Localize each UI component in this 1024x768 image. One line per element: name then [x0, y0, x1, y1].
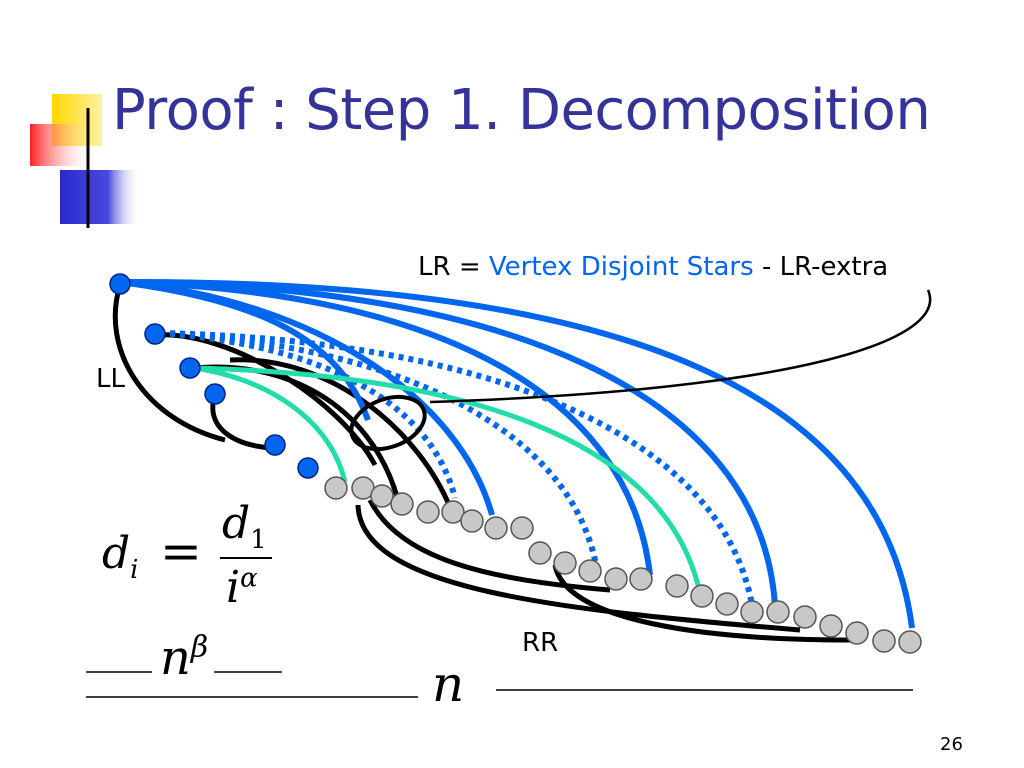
- node: [297, 457, 319, 479]
- n-beta-base: n: [160, 630, 191, 686]
- node: [528, 541, 552, 565]
- node: [460, 509, 484, 533]
- lr-label: LR = Vertex Disjoint Stars - LR-extra: [418, 252, 888, 282]
- node: [766, 600, 790, 624]
- formula-lhs: di: [102, 528, 139, 585]
- axis-lines: [86, 671, 913, 698]
- node: [416, 500, 440, 524]
- node: [441, 500, 465, 524]
- node: [370, 484, 394, 508]
- node: [553, 551, 577, 575]
- node: [578, 559, 602, 583]
- node: [872, 629, 896, 653]
- lr-extra-highlight-ellipse: [349, 394, 427, 452]
- node: [690, 584, 714, 608]
- lr-prefix: LR =: [418, 252, 489, 282]
- rr-edges: [355, 498, 851, 643]
- n-beta-sup: β: [190, 630, 209, 665]
- node: [629, 567, 653, 591]
- formula-numerator: d1: [222, 498, 267, 555]
- formula-lhs-sub: i: [130, 554, 139, 585]
- page-title: Proof : Step 1. Decomposition: [112, 78, 931, 143]
- node: [324, 476, 348, 500]
- lr-extra-pointer: [429, 289, 932, 404]
- node: [845, 621, 869, 645]
- node: [204, 383, 226, 405]
- gray-nodes: [324, 476, 922, 654]
- node: [179, 357, 201, 379]
- ll-label: LL: [96, 364, 125, 394]
- lr-star-edges-solid: [119, 278, 915, 629]
- formula-den-sup: α: [240, 563, 258, 594]
- page-number: 26: [940, 734, 963, 755]
- node: [819, 614, 843, 638]
- formula-num-sub: 1: [250, 524, 267, 555]
- node: [604, 567, 628, 591]
- lr-extra-text: LR-extra: [779, 252, 889, 282]
- teal-edges: [194, 365, 701, 586]
- rr-label: RR: [522, 628, 559, 658]
- n-beta-label: nβ: [160, 630, 208, 686]
- node: [665, 574, 689, 598]
- blue-nodes: [109, 273, 319, 479]
- lr-minus: -: [761, 252, 780, 282]
- node: [144, 323, 166, 345]
- node: [510, 516, 534, 540]
- node: [264, 434, 286, 456]
- node: [740, 600, 764, 624]
- node: [898, 630, 922, 654]
- formula-lhs-var: d: [102, 528, 131, 579]
- node: [109, 273, 131, 295]
- node: [715, 592, 739, 616]
- lr-star-edges-dotted: [159, 330, 755, 606]
- lr-stars-text: Vertex Disjoint Stars: [488, 252, 754, 282]
- node: [793, 605, 817, 629]
- node: [484, 516, 508, 540]
- formula-equals: =: [160, 522, 202, 580]
- formula-num-var: d: [222, 498, 251, 549]
- node: [390, 492, 414, 516]
- formula-den-var: i: [226, 562, 241, 613]
- formula-denominator: iα: [226, 562, 258, 613]
- title-decoration: [30, 94, 945, 228]
- n-total-label: n: [432, 655, 465, 713]
